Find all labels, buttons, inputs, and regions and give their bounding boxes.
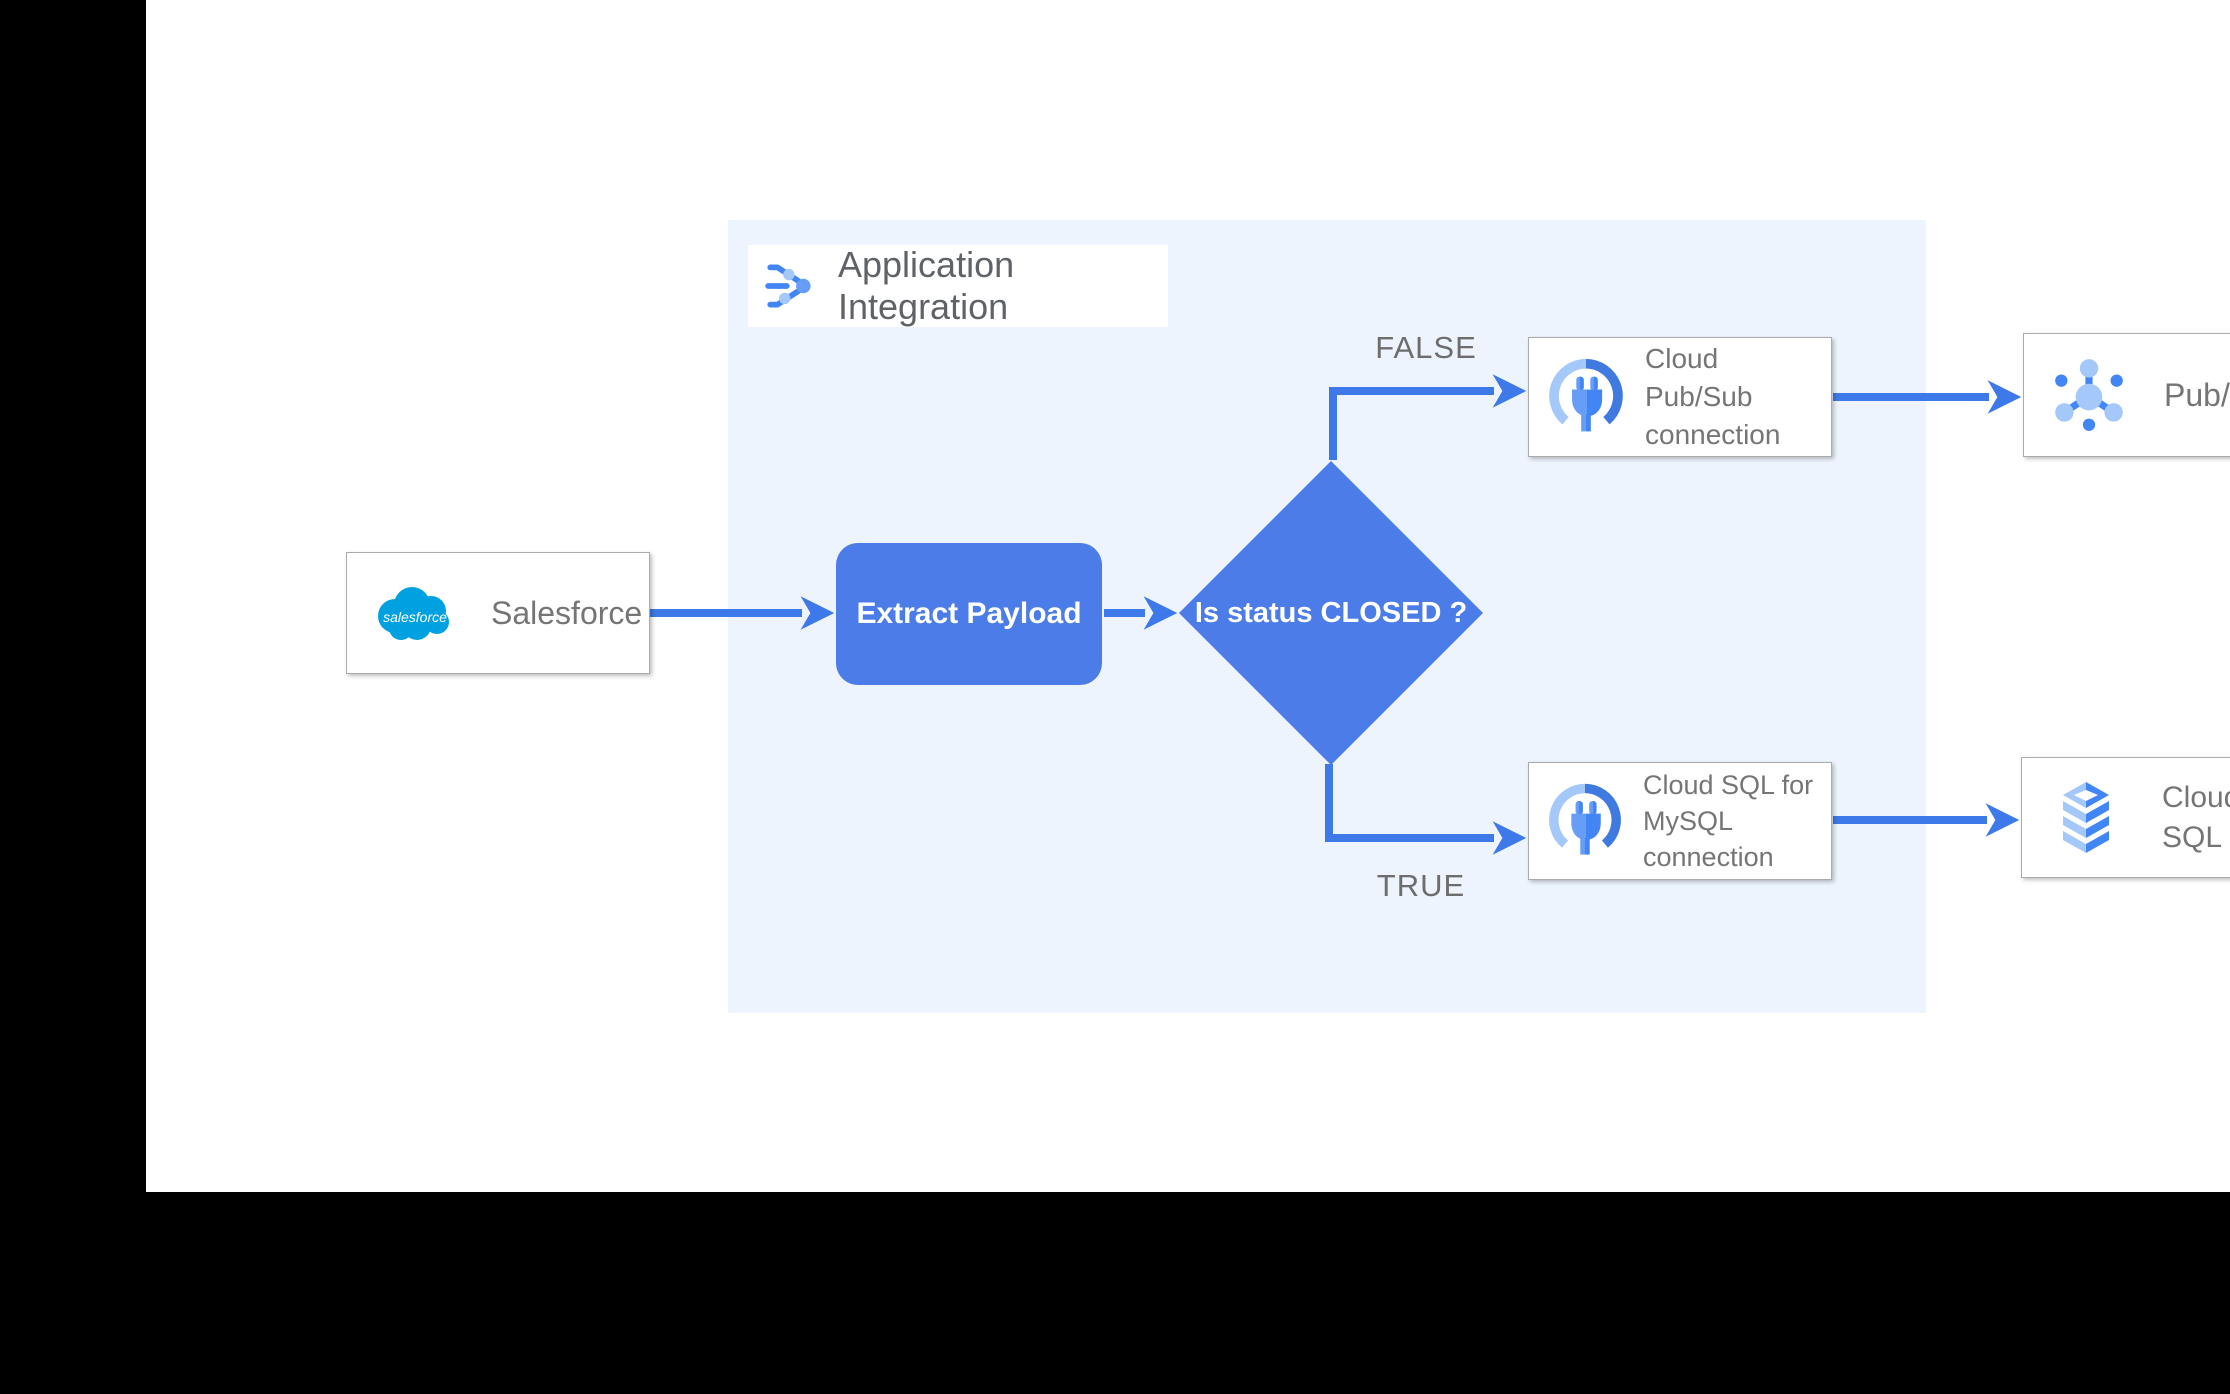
node-extract-payload: Extract Payload <box>836 543 1102 685</box>
cloudsql-line2: SQL <box>2162 820 2223 854</box>
application-integration-header: Application Integration <box>748 244 1168 327</box>
application-integration-title: Application Integration <box>838 244 1015 327</box>
true-edge-label: TRUE <box>1376 868 1466 903</box>
pubsub-label: Pub/Sub <box>2164 376 2230 413</box>
cloudsql-line1: Cloud <box>2162 780 2230 814</box>
node-pubsub: Pub/Sub <box>2023 333 2230 457</box>
pubsub-connection-label: Cloud Pub/Sub connection <box>1645 340 1831 454</box>
pubsub-connection-line2: connection <box>1645 419 1781 450</box>
node-cloudsql: Cloud SQL <box>2021 757 2230 878</box>
cloudsql-connection-label: Cloud SQL for MySQL connection <box>1643 767 1813 875</box>
extract-payload-label: Extract Payload <box>856 597 1082 630</box>
salesforce-label: Salesforce <box>491 594 643 631</box>
salesforce-logo: salesforce <box>365 578 465 648</box>
connector-plug-icon <box>1543 354 1629 440</box>
cloudsql-connection-line2: MySQL <box>1643 806 1734 836</box>
pubsub-icon <box>2048 354 2130 436</box>
node-cloudsql-connection: Cloud SQL for MySQL connection <box>1528 762 1832 880</box>
cloudsql-connection-line3: connection <box>1643 842 1774 872</box>
application-integration-icon <box>764 257 822 315</box>
cloudsql-connection-line1: Cloud SQL for <box>1643 770 1814 800</box>
connector-plug-icon <box>1543 779 1627 863</box>
cloud-sql-icon <box>2046 778 2126 858</box>
node-salesforce: salesforce Salesforce <box>346 552 650 674</box>
cloudsql-label: Cloud SQL <box>2162 778 2230 858</box>
node-pubsub-connection: Cloud Pub/Sub connection <box>1528 337 1832 457</box>
diagram-canvas: Application Integration salesforce Sales… <box>146 0 2230 1192</box>
pubsub-connection-line1: Cloud Pub/Sub <box>1645 343 1753 412</box>
false-edge-label: FALSE <box>1375 330 1477 365</box>
decision-label: Is status CLOSED ? <box>1194 596 1468 629</box>
svg-text:salesforce: salesforce <box>383 609 447 625</box>
